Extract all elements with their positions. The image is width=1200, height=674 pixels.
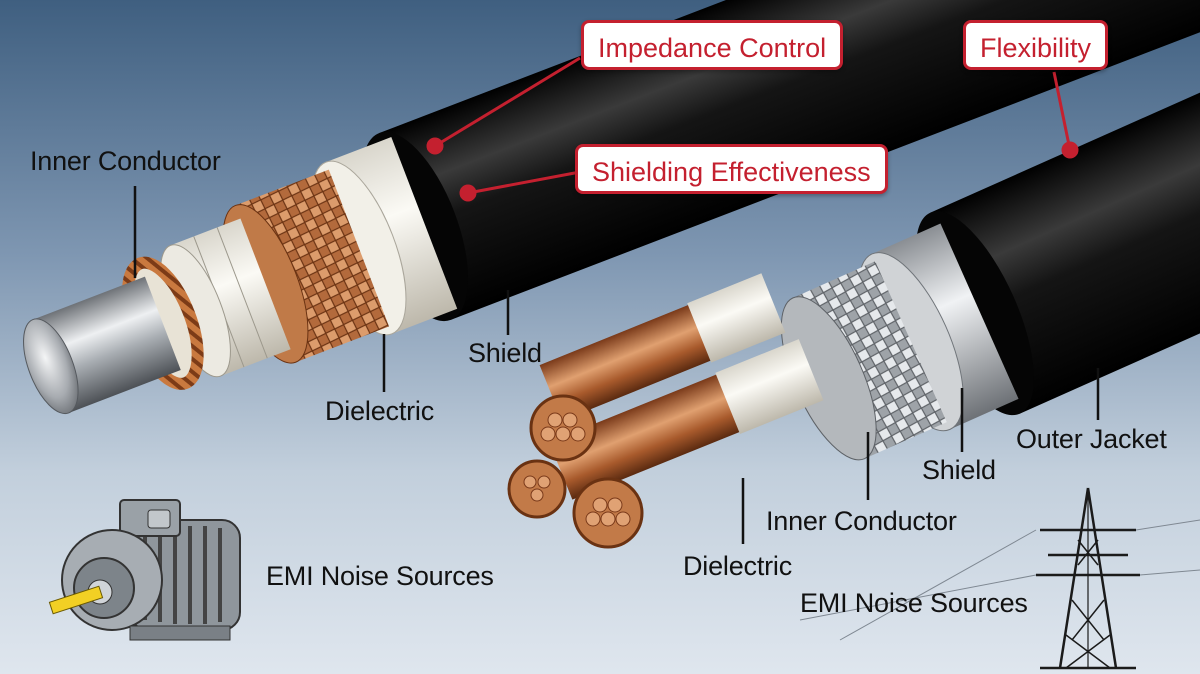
shielding-effectiveness-callout: Shielding Effectiveness xyxy=(575,144,888,194)
right-dielectric-label: Dielectric xyxy=(683,551,793,581)
callout-connectors xyxy=(426,56,1079,202)
transmission-tower-icon xyxy=(799,487,1200,670)
left-emi-label: EMI Noise Sources xyxy=(266,561,494,591)
shielding-marker-dot xyxy=(459,184,477,202)
right-inner-conductor-label: Inner Conductor xyxy=(766,506,957,536)
left-shield-label: Shield xyxy=(468,338,542,368)
flexibility-text: Flexibility xyxy=(980,33,1092,63)
shielding-effectiveness-text: Shielding Effectiveness xyxy=(592,157,871,187)
flexibility-callout: Flexibility xyxy=(963,20,1109,70)
right-emi-label: EMI Noise Sources xyxy=(800,588,1028,618)
impedance-control-text: Impedance Control xyxy=(598,33,827,63)
impedance-control-callout: Impedance Control xyxy=(581,20,844,70)
leader-lines xyxy=(133,186,1100,544)
flexibility-marker-dot xyxy=(1061,141,1079,159)
impedance-marker-dot xyxy=(426,137,444,155)
left-dielectric-label: Dielectric xyxy=(325,396,435,426)
electric-motor-icon xyxy=(48,499,241,641)
right-outer-jacket-label: Outer Jacket xyxy=(1016,424,1167,454)
right-shield-label: Shield xyxy=(922,455,996,485)
right-multicore-cable xyxy=(507,0,1200,549)
left-inner-conductor-label: Inner Conductor xyxy=(30,146,221,176)
inner-cores xyxy=(507,273,824,549)
